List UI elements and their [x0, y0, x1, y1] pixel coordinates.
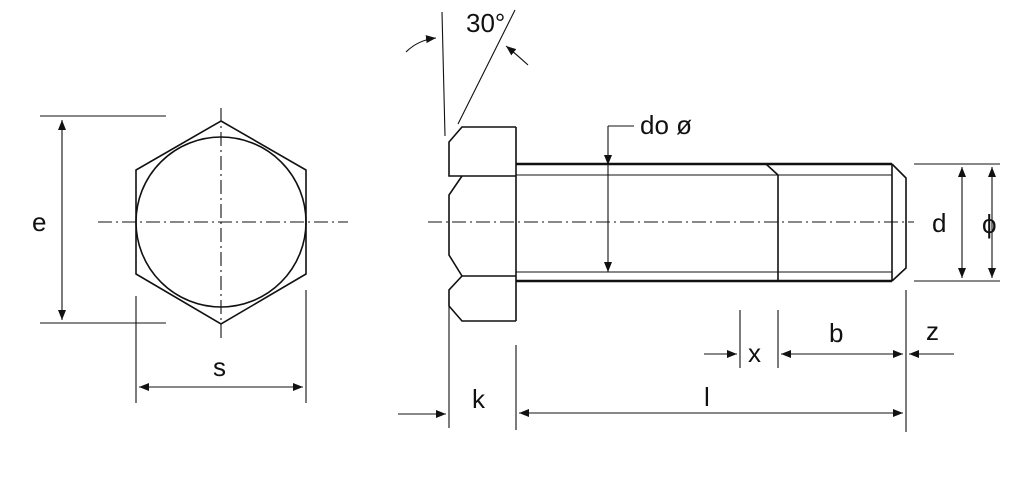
e-dimension: [40, 115, 166, 324]
bolt-side-view: 30° do ø d ϕ k l: [398, 8, 1000, 432]
do-label: do ø: [640, 110, 692, 140]
b-label: b: [829, 318, 843, 348]
do-dimension: [604, 125, 634, 272]
bolt-head: [448, 126, 517, 322]
d-label: d: [932, 208, 946, 238]
s-label: s: [213, 352, 226, 382]
k-label: k: [472, 384, 486, 414]
d-dimension: [914, 163, 1000, 282]
bolt-tip-chamfer: [891, 163, 907, 282]
thread-runout: [765, 163, 779, 176]
x-label: x: [748, 338, 761, 368]
s-dimension: [135, 290, 307, 403]
head-end-view: e s: [32, 108, 348, 403]
phi-label: ϕ: [982, 209, 997, 239]
z-label: z: [926, 316, 939, 346]
angle-annotation: [405, 9, 529, 137]
l-label: l: [704, 382, 710, 412]
e-label: e: [32, 207, 46, 237]
angle-label: 30°: [466, 8, 505, 38]
